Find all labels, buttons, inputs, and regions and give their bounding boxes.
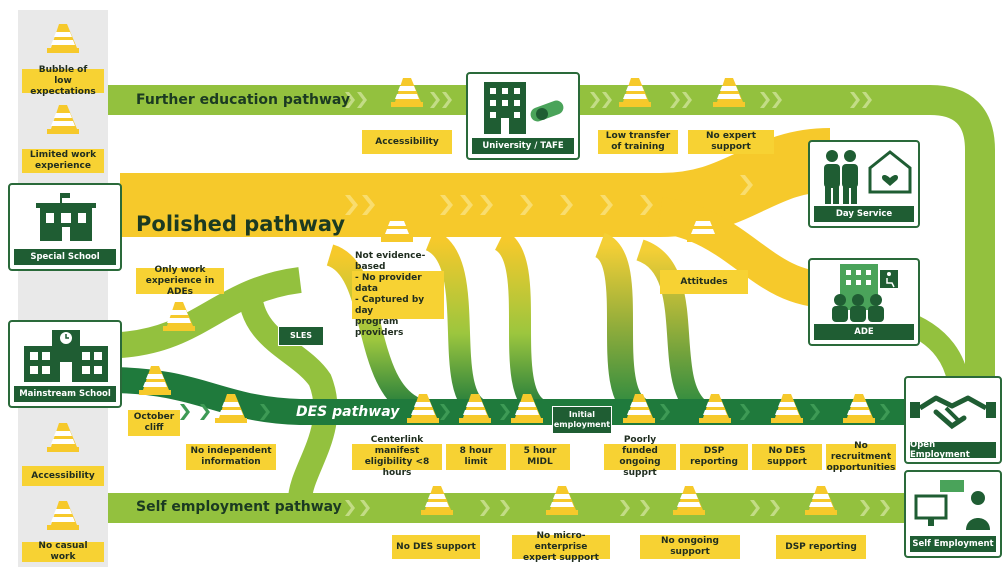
barrier-8-hour-limit: 8 hour limit (446, 444, 506, 470)
day-service-node: Day Service (808, 140, 920, 228)
barrier-low-transfer: Low transfer of training (598, 130, 678, 154)
polished-pathway-title: Polished pathway (136, 212, 346, 236)
cone-icon (47, 24, 79, 53)
cone-icon (47, 105, 79, 134)
cone-icon (687, 213, 719, 242)
mainstream-to-polished-track (118, 267, 302, 358)
self-employment-icon (914, 480, 990, 530)
cone-icon (459, 394, 491, 423)
open-employment-label: Open Employment (910, 440, 996, 460)
self-employment-node: Self Employment (904, 470, 1002, 558)
barrier-dsp-reporting-self: DSP reporting (776, 535, 866, 559)
barrier-no-expert-support: No expert support (688, 130, 774, 154)
cone-icon (713, 78, 745, 107)
cone-icon (511, 394, 543, 423)
initial-employment-tag: Initial employment (552, 406, 612, 434)
cone-icon (805, 486, 837, 515)
sles-tag: SLES (278, 326, 324, 346)
cone-icon (47, 423, 79, 452)
special-school-label: Special School (14, 249, 116, 265)
self-employment-title: Self employment pathway (136, 499, 342, 515)
barrier-no-des-support-des: No DES support (752, 444, 822, 470)
barrier-accessibility-further: Accessibility (362, 130, 452, 154)
des-pathway-title: DES pathway (296, 404, 400, 420)
barrier-no-ongoing-support: No ongoing support (640, 535, 740, 559)
barrier-accessibility-left: Accessibility (22, 466, 104, 486)
cone-icon (215, 394, 247, 423)
barrier-no-micro-enterprise: No micro-enterprise expert support (512, 531, 610, 563)
polished-chevrons (345, 175, 753, 215)
polished-pathway-track (120, 128, 832, 237)
barrier-poorly-funded: Poorly funded ongoing supprt (604, 435, 676, 478)
strand-3 (493, 230, 547, 420)
open-employment-node: Open Employment (904, 376, 1002, 464)
university-label: University / TAFE (472, 138, 574, 154)
cone-icon (163, 302, 195, 331)
ade-icon (832, 264, 898, 322)
barrier-no-recruitment: No recruitment opportunities (826, 440, 896, 473)
cone-icon (771, 394, 803, 423)
university-node: University / TAFE (466, 72, 580, 160)
day-service-icon (824, 150, 912, 204)
further-chevrons (345, 92, 872, 108)
cone-icon (391, 78, 423, 107)
special-school-node: Special School (8, 183, 122, 271)
university-icon (484, 82, 564, 134)
des-pathway-track (107, 367, 910, 425)
mainstream-school-icon (24, 330, 108, 382)
day-service-label: Day Service (814, 206, 914, 222)
barrier-centerlink-eligibility: Centerlink manifest eligibility <8 hours (352, 435, 442, 478)
self-chevrons (345, 500, 890, 516)
school-icon (36, 193, 96, 241)
barrier-october-cliff: October cliff (128, 410, 180, 436)
ade-node: ADE (808, 258, 920, 346)
cone-icon (381, 213, 413, 242)
barrier-not-evidence-based: Not evidence-based - No provider data - … (352, 251, 444, 338)
cone-icon (421, 486, 453, 515)
barrier-dsp-reporting-des: DSP reporting (680, 444, 748, 470)
barrier-only-work-ades: Only work experience in ADEs (136, 265, 224, 297)
cone-icon (546, 486, 578, 515)
cone-icon (47, 501, 79, 530)
cone-icon (843, 394, 875, 423)
cone-icon (699, 394, 731, 423)
further-education-track (108, 85, 995, 390)
cone-icon (619, 78, 651, 107)
mainstream-school-node: Mainstream School (8, 320, 122, 408)
barrier-no-des-support-self: No DES support (392, 535, 480, 559)
strand-2 (424, 229, 487, 420)
cone-icon (139, 366, 171, 395)
barrier-no-casual-work: No casual work (22, 541, 104, 562)
sles-loop-track (238, 289, 338, 502)
self-employment-label: Self Employment (910, 536, 996, 552)
barrier-bubble-low-expectations: Bubble of low expectations (22, 65, 104, 97)
cone-icon (673, 486, 705, 515)
cone-icon (623, 394, 655, 423)
barrier-attitudes: Attitudes (660, 270, 748, 294)
strand-1 (325, 244, 425, 421)
barrier-limited-work-experience: Limited work experience (22, 149, 104, 173)
barrier-5-hour-midl: 5 hour MIDL (510, 444, 570, 470)
cone-icon (407, 394, 439, 423)
further-education-title: Further education pathway (136, 92, 351, 108)
ade-label: ADE (814, 324, 914, 340)
polished-to-ade-track (657, 197, 831, 308)
strand-5 (635, 239, 708, 419)
strand-4 (593, 232, 648, 422)
barrier-no-independent-info: No independent information (186, 444, 276, 470)
mainstream-school-label: Mainstream School (14, 386, 116, 402)
des-chevrons (180, 404, 890, 420)
handshake-icon (910, 395, 996, 430)
